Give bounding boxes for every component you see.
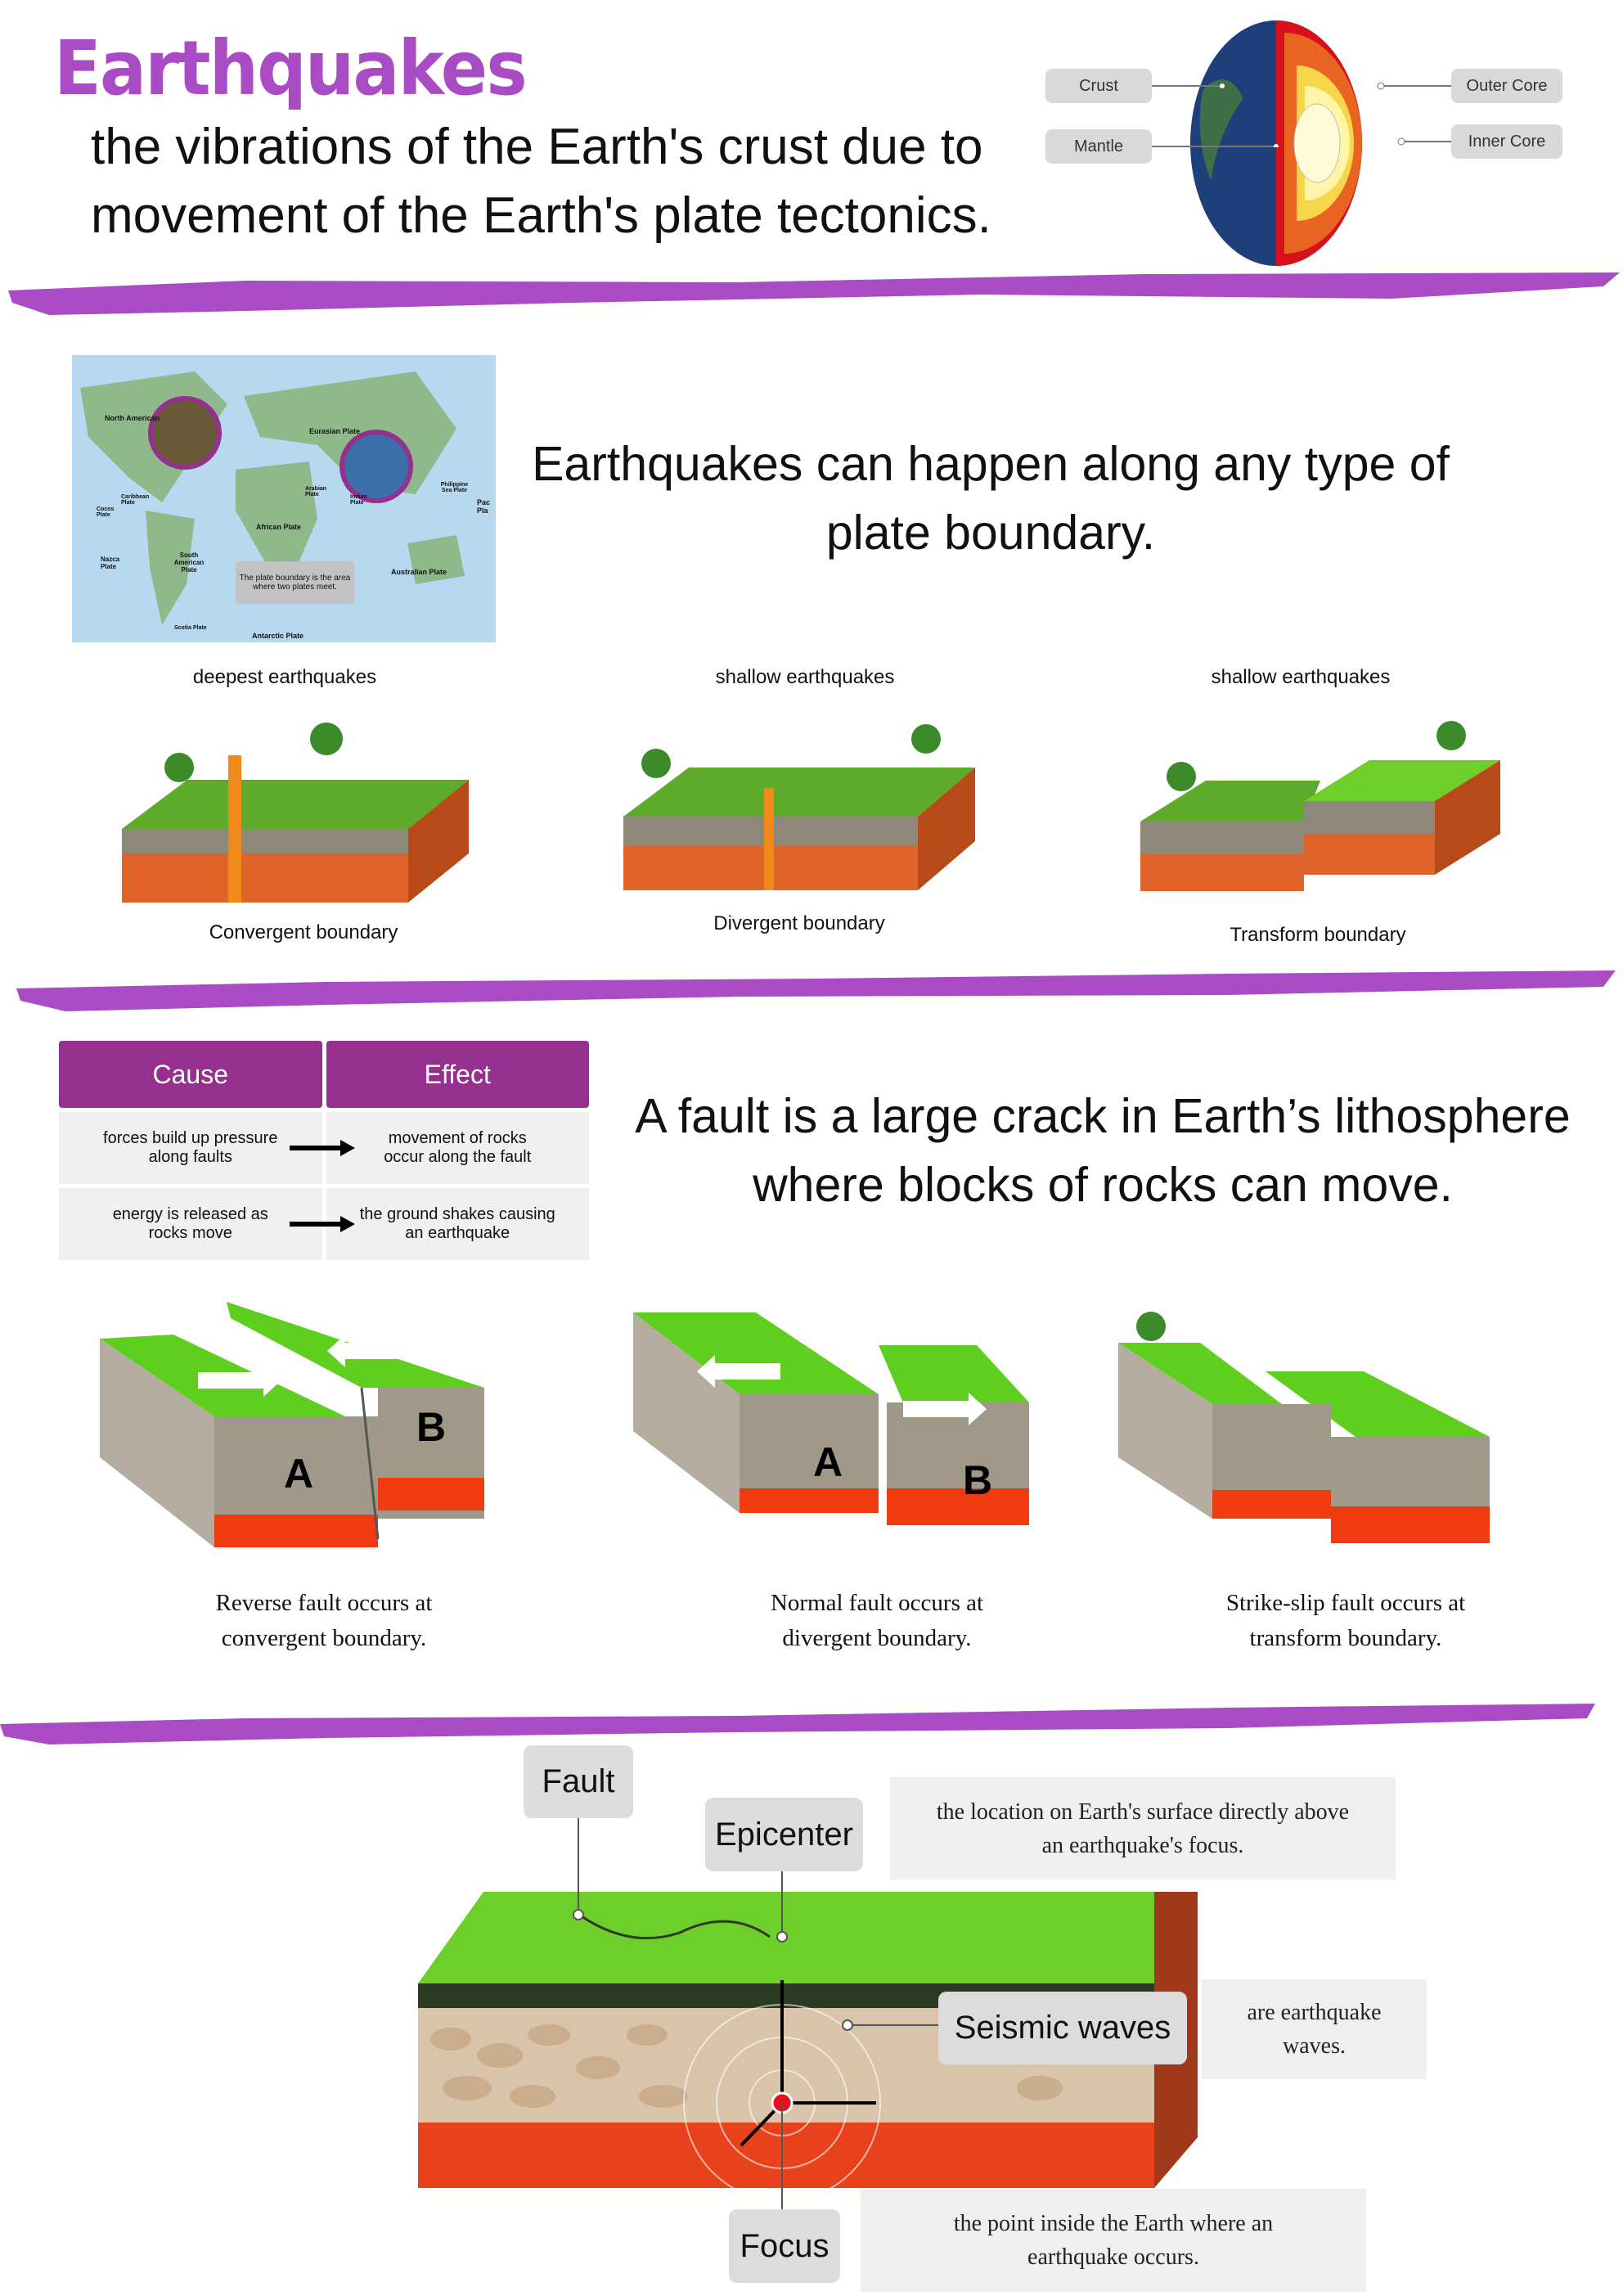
block-label-b: B (416, 1404, 446, 1450)
normal-fault-illustration: A B (633, 1312, 1029, 1525)
transform-caption: Transform boundary (1230, 924, 1406, 946)
divider-brush (16, 970, 1616, 1011)
earthquake-definition: the vibrations of the Earth's crust due … (91, 113, 991, 250)
strike-slip-caption-line-2: transform boundary. (1249, 1625, 1442, 1651)
definition-line-2: movement of the Earth's plate tectonics. (91, 187, 991, 244)
block-label-a: A (284, 1451, 313, 1497)
map-label: North American (105, 414, 160, 422)
cause-effect-table: Cause Effect forces build up pressure al… (55, 1037, 593, 1264)
table-row: energy is released as rocks move the gro… (59, 1188, 589, 1260)
world-map-shapes (80, 371, 465, 625)
block-label-a: A (813, 1439, 843, 1485)
convergent-depth: deepest earthquakes (192, 666, 377, 688)
table-row: forces build up pressure along faults mo… (59, 1112, 589, 1184)
map-label: African Plate (256, 523, 302, 531)
effect-cell: movement of rocks occur along the fault (326, 1112, 589, 1184)
boundary-statement-line-1: Earthquakes can happen along any type of (532, 437, 1450, 491)
cause-cell: forces build up pressure along faults (59, 1112, 355, 1184)
strike-slip-caption-line-1: Strike-slip fault occurs at (1225, 1590, 1466, 1616)
map-label: South American Plate (173, 551, 205, 574)
effect-text: the ground shakes causing an earthquake (359, 1205, 555, 1242)
reverse-fault-illustration: A B (100, 1302, 484, 1547)
reverse-caption-line-1: Reverse fault occurs at (215, 1590, 433, 1616)
convergent-boundary-illustration (122, 723, 469, 903)
block-label-b: B (963, 1457, 992, 1503)
map-label: Cocos Plate (97, 506, 115, 518)
divergent-caption: Divergent boundary (713, 912, 885, 934)
divider-brush (0, 1704, 1595, 1745)
effect-text: movement of rocks occur along the fault (384, 1129, 532, 1166)
plate-map: North American Eurasian Plate Arabian Pl… (72, 355, 496, 642)
mantle-label: Mantle (1045, 129, 1152, 164)
divergent-depth: shallow earthquakes (715, 666, 895, 688)
arrow-right-icon (289, 1216, 355, 1232)
definition-line-1: the vibrations of the Earth's crust due … (91, 119, 983, 175)
boundary-statement-line-2: plate boundary. (825, 506, 1156, 560)
cause-text: energy is released as rocks move (112, 1205, 268, 1242)
arrow-right-icon (289, 1140, 355, 1156)
anatomy-leader-lines (573, 1818, 938, 2209)
transform-boundary-illustration (1140, 721, 1500, 891)
map-label: Philippine Sea Plate (440, 482, 469, 493)
fault-statement: A fault is a large crack in Earth’s lith… (605, 1082, 1600, 1219)
seismic-definition-text: are earthquake waves. (1247, 2000, 1382, 2059)
crust-label: Crust (1045, 69, 1152, 103)
fault-statement-line-1: A fault is a large crack in Earth’s lith… (635, 1089, 1571, 1143)
map-label: Nazca Plate (101, 556, 120, 570)
reverse-caption-line-2: convergent boundary. (221, 1625, 427, 1651)
convergent-caption: Convergent boundary (209, 921, 398, 943)
outer-core-label: Outer Core (1451, 69, 1562, 103)
fault-label: Fault (524, 1745, 633, 1818)
transform-depth: shallow earthquakes (1211, 666, 1391, 688)
cause-header: Cause (59, 1041, 322, 1108)
seismic-waves-definition: are earthquake waves. (1202, 1979, 1427, 2079)
page-title: Earthquakes (54, 25, 528, 112)
earth-layers-illustration (1190, 20, 1362, 266)
seismic-waves-label: Seismic waves (938, 1992, 1187, 2064)
focus-label: Focus (729, 2209, 840, 2283)
effect-header: Effect (326, 1041, 589, 1108)
map-label: Antarctic Plate (252, 632, 304, 640)
epicenter-definition: the location on Earth's surface directly… (890, 1777, 1396, 1880)
normal-caption-line-1: Normal fault occurs at (770, 1590, 984, 1616)
layer-leader-lines (1152, 82, 1451, 147)
map-label: Australian Plate (391, 568, 447, 576)
cause-cell: energy is released as rocks move (59, 1188, 355, 1260)
map-callout: The plate boundary is the area where two… (236, 561, 354, 604)
reverse-fault-caption: Reverse fault occurs at convergent bound… (119, 1586, 528, 1656)
strike-slip-fault-illustration (1118, 1312, 1490, 1543)
inner-core-label: Inner Core (1451, 124, 1562, 159)
normal-caption-line-2: divergent boundary. (782, 1625, 972, 1651)
epicenter-label: Epicenter (705, 1798, 863, 1871)
focus-definition-text: the point inside the Earth where an eart… (953, 2211, 1274, 2270)
map-label: Caribbean Plate (121, 494, 150, 506)
fault-statement-line-2: where blocks of rocks can move. (753, 1158, 1453, 1212)
focus-definition: the point inside the Earth where an eart… (861, 2189, 1366, 2292)
normal-fault-caption: Normal fault occurs at divergent boundar… (672, 1586, 1081, 1656)
boundary-statement: Earthquakes can happen along any type of… (507, 430, 1474, 567)
divergent-boundary-illustration (623, 724, 975, 890)
map-label: Indian Plate (350, 494, 367, 506)
map-label: Arabian Plate (305, 486, 327, 497)
cause-text: forces build up pressure along faults (103, 1129, 278, 1166)
map-label: Scotia Plate (174, 625, 207, 631)
epicenter-definition-text: the location on Earth's surface directly… (936, 1799, 1350, 1858)
map-label: Pac Pla (477, 498, 491, 515)
strike-slip-fault-caption: Strike-slip fault occurs at transform bo… (1141, 1586, 1550, 1656)
map-label: Eurasian Plate (309, 427, 361, 435)
earthquake-anatomy-illustration (418, 1892, 1198, 2188)
effect-cell: the ground shakes causing an earthquake (326, 1188, 589, 1260)
divider-brush (8, 272, 1620, 315)
